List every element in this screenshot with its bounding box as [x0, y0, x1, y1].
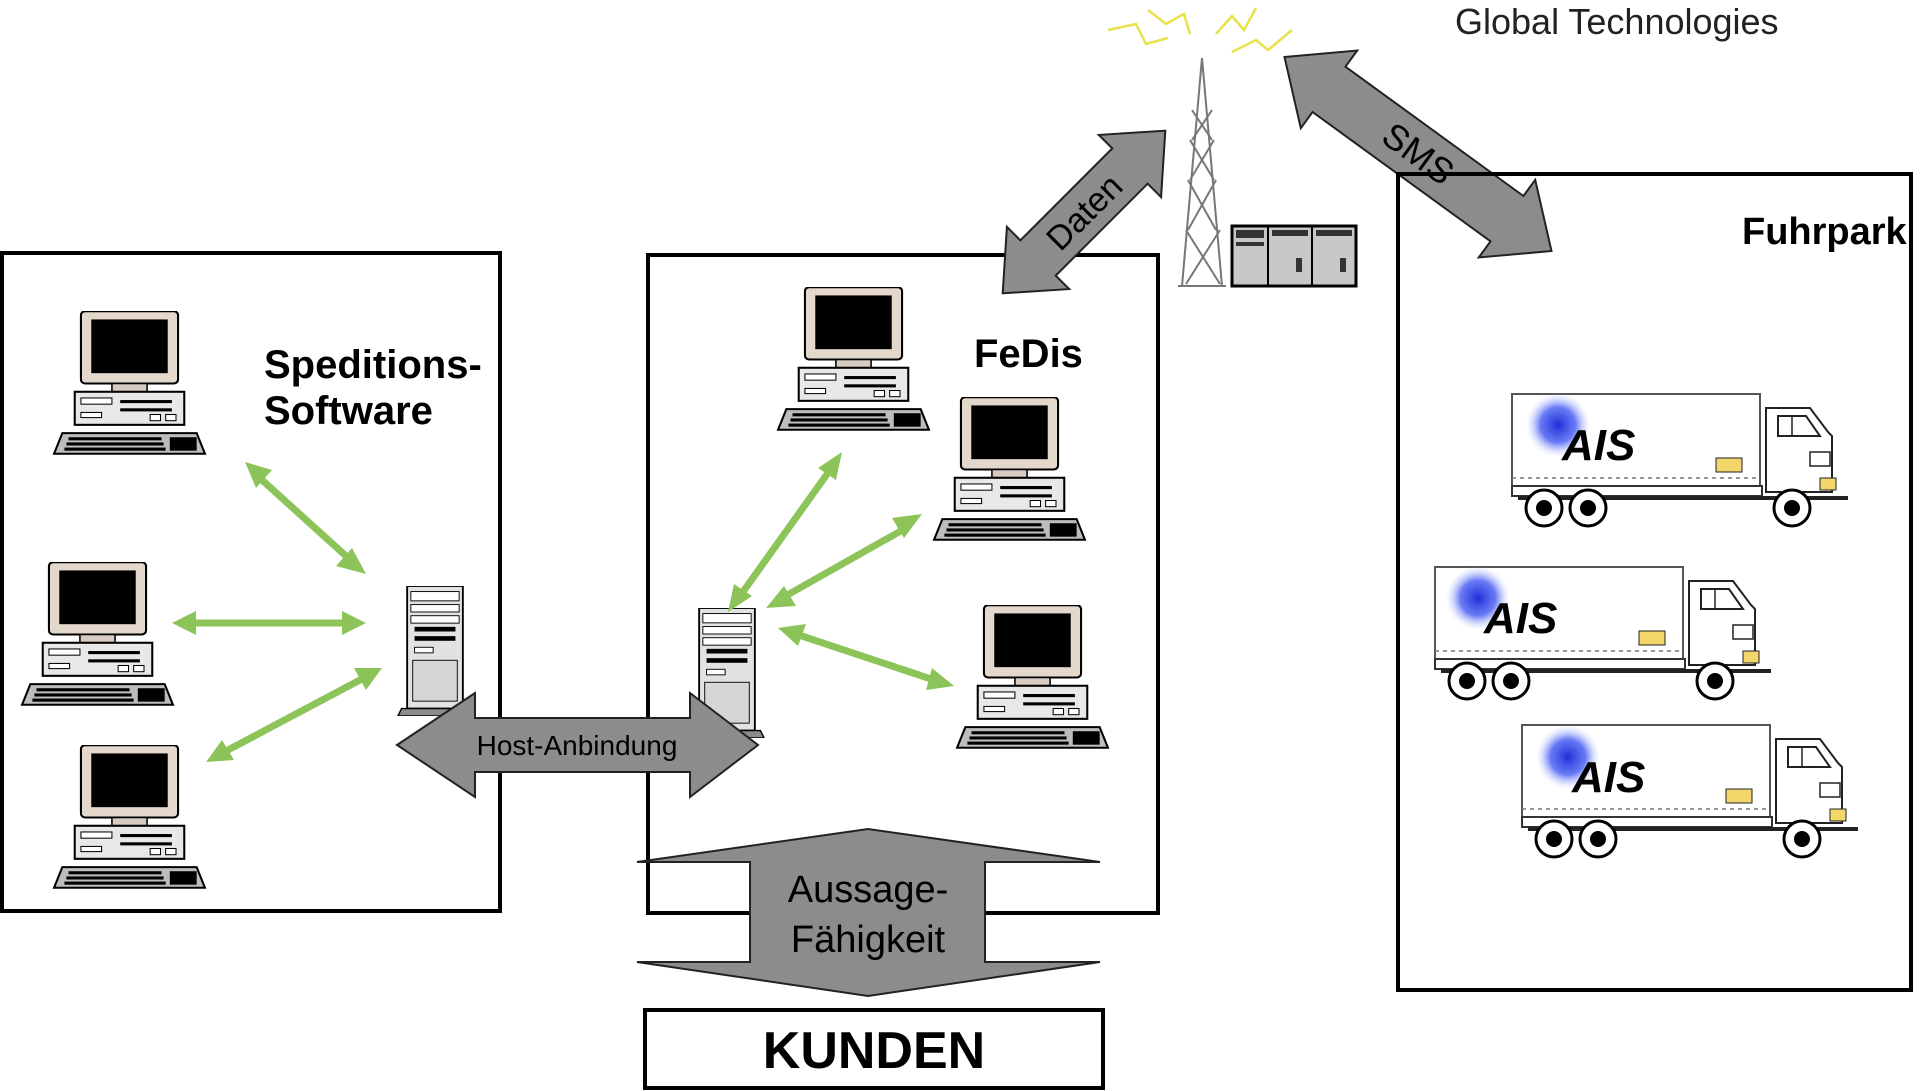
desktop-computer-icon — [21, 562, 174, 706]
aussage-line2: Fähigkeit — [791, 919, 946, 961]
arrowhead — [892, 514, 922, 538]
desktop-computer-icon — [53, 745, 206, 889]
brand-text: Global Technologies — [1455, 1, 1779, 42]
spedition-links — [186, 476, 364, 754]
sms-arrow — [1283, 49, 1553, 259]
arrowhead — [245, 462, 272, 488]
kunden-title: KUNDEN — [763, 1022, 985, 1080]
daten-arrow-group: Daten — [1001, 129, 1167, 295]
desktop-computer-icon — [777, 287, 930, 431]
link-line — [736, 466, 834, 600]
fuhrpark-title: Fuhrpark — [1742, 211, 1908, 253]
arrowhead — [818, 452, 842, 480]
host-arrow — [395, 690, 760, 800]
fedis-links — [736, 466, 938, 684]
truck-item: AIS — [1510, 392, 1850, 528]
host-arrow-label: Host-Anbindung — [477, 730, 678, 761]
spedition-software-box — [0, 251, 502, 913]
fuhrpark-box — [1396, 172, 1913, 992]
aussage-line1: Aussage- — [788, 869, 949, 911]
truck-item: AIS — [1520, 723, 1860, 859]
logo-glow — [1446, 566, 1510, 630]
fedis-arrowheads — [728, 452, 954, 690]
aussage-arrow — [636, 827, 1101, 998]
spedition-title-line1: Speditions- — [264, 343, 482, 387]
arrowhead — [206, 740, 234, 762]
desktop-computer-icon — [933, 397, 1086, 541]
truck-logo-text: AIS — [1571, 753, 1645, 802]
truck-item: AIS — [1433, 565, 1773, 701]
fedis-title: FeDis — [974, 332, 1083, 376]
arrowhead — [926, 668, 954, 690]
logo-glow — [1536, 725, 1600, 789]
arrowhead — [728, 584, 752, 612]
modem-rack-icon — [1230, 224, 1358, 288]
desktop-computer-icon — [53, 311, 206, 455]
signal-spark-icon — [1107, 7, 1293, 54]
link-line — [224, 676, 364, 754]
link-line — [778, 524, 910, 602]
link-line — [792, 630, 938, 684]
truck-logo-text: AIS — [1561, 421, 1635, 470]
arrowhead — [778, 624, 806, 646]
arrowhead — [354, 668, 382, 690]
logo-glow — [1526, 393, 1590, 457]
spedition-arrowheads — [172, 462, 382, 762]
tower-server-icon — [396, 586, 474, 716]
arrowhead — [336, 548, 366, 574]
daten-arrow — [1001, 129, 1167, 295]
truck-logo-text: AIS — [1483, 594, 1557, 643]
radio-mast-icon — [1178, 57, 1226, 287]
kunden-box — [643, 1008, 1105, 1090]
arrowhead — [766, 586, 796, 608]
desktop-computer-icon — [956, 605, 1109, 749]
link-line — [258, 476, 350, 560]
arrowhead — [342, 611, 366, 635]
arrowhead — [172, 611, 196, 635]
spedition-title-line2: Software — [264, 389, 433, 433]
